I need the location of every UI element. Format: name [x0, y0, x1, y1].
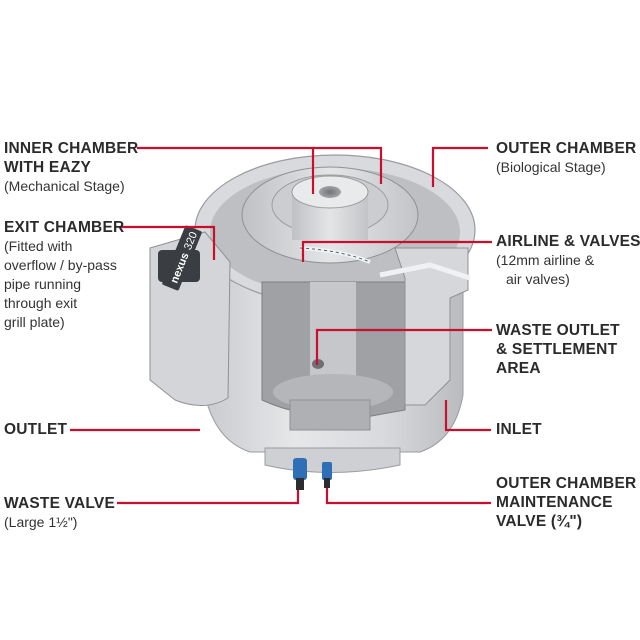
airline-title: AIRLINE & VALVES	[496, 233, 640, 250]
waste-valve-sub: (Large 1½")	[4, 514, 78, 530]
exit-chamber-sub-5: grill plate)	[4, 314, 65, 330]
label-waste-outlet: WASTE OUTLET & SETTLEMENT AREA	[496, 321, 620, 378]
exit-chamber-sub-2: overflow / by-pass	[4, 257, 117, 273]
leader-inlet	[444, 400, 491, 432]
label-waste-valve: WASTE VALVE (Large 1½")	[4, 494, 115, 532]
product-badge: nexus 320	[162, 225, 202, 291]
waste-outlet-title-3: AREA	[496, 360, 541, 377]
airline-sub-2: air valves)	[506, 271, 570, 287]
leader-waste-valve	[117, 490, 300, 505]
leader-lines	[70, 146, 492, 505]
waste-valve-title: WASTE VALVE	[4, 495, 115, 512]
exit-chamber-title: EXIT CHAMBER	[4, 219, 125, 236]
inner-chamber-title-2: WITH EAZY	[4, 159, 92, 176]
maintenance-valve-handle	[322, 462, 332, 480]
exit-chamber-sub-4: through exit	[4, 295, 78, 311]
leader-airline	[301, 240, 492, 262]
airline-sub-1: (12mm airline &	[496, 252, 595, 268]
label-outlet: OUTLET	[4, 420, 67, 439]
maintenance-valve-title-2: MAINTENANCE	[496, 494, 613, 511]
outlet-title: OUTLET	[4, 421, 68, 438]
leader-exit-chamber	[121, 225, 216, 260]
leader-outer-chamber	[431, 146, 488, 187]
exit-chamber-sub-3: pipe running	[4, 276, 82, 292]
leader-maintenance-valve	[325, 488, 491, 505]
leader-inner-chamber-2	[313, 146, 383, 184]
waste-valve-handle	[293, 458, 307, 480]
filter-body	[149, 154, 476, 490]
label-inner-chamber: INNER CHAMBER WITH EAZY (Mechanical Stag…	[4, 139, 138, 196]
label-outer-chamber: OUTER CHAMBER (Biological Stage)	[496, 139, 636, 177]
exit-chamber-sub-1: (Fitted with	[4, 238, 73, 254]
outer-chamber-sub: (Biological Stage)	[496, 159, 606, 175]
maintenance-valve-title-3: VALVE (¾")	[496, 513, 583, 530]
inner-chamber-title-1: INNER CHAMBER	[4, 140, 139, 157]
leader-waste-outlet	[315, 328, 492, 365]
waste-outlet-title-1: WASTE OUTLET	[496, 322, 620, 339]
label-inlet: INLET	[496, 420, 542, 439]
label-exit-chamber: EXIT CHAMBER (Fitted with overflow / by-…	[4, 218, 124, 332]
label-maintenance-valve: OUTER CHAMBER MAINTENANCE VALVE (¾")	[496, 474, 636, 531]
outer-chamber-title: OUTER CHAMBER	[496, 140, 637, 157]
waste-outlet-title-2: & SETTLEMENT	[496, 341, 618, 358]
inner-chamber-sub: (Mechanical Stage)	[4, 178, 125, 194]
inlet-title: INLET	[496, 421, 542, 438]
maintenance-valve-title-1: OUTER CHAMBER	[496, 475, 637, 492]
label-airline-valves: AIRLINE & VALVES (12mm airline & air val…	[496, 232, 640, 289]
